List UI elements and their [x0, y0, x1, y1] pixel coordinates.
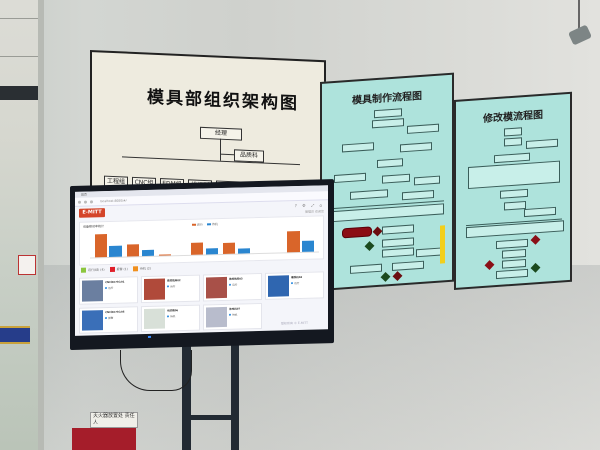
terminator-node	[342, 226, 372, 239]
fire-extinguisher-notice: 灭火器放置处 责任人	[90, 412, 138, 428]
refresh-icon[interactable]	[90, 199, 93, 203]
machine-name: 线切割06	[167, 308, 179, 312]
chart-title: 设备稼动率统计	[83, 224, 105, 229]
footer-note: 版权所有 © E-MITT	[281, 320, 308, 326]
bar-plot-area	[90, 225, 319, 259]
glass-corridor	[0, 0, 42, 450]
ceiling-beam	[0, 86, 42, 100]
power-led	[148, 335, 151, 338]
machine-status: 运行	[167, 284, 197, 289]
org-chart-title: 模具部组织架构图	[147, 87, 299, 115]
machine-status: 待机	[229, 312, 259, 317]
chart-bar	[190, 242, 204, 255]
machine-image	[82, 309, 104, 331]
power-cable	[120, 350, 192, 391]
machine-image	[206, 306, 228, 328]
chart-bar	[205, 247, 219, 255]
machine-name: 雕铣机04	[291, 275, 303, 280]
note-bar	[440, 225, 445, 264]
machine-status: 运行	[229, 282, 259, 287]
chart-bar	[94, 233, 108, 258]
flow-chart-title: 修改模流程图	[483, 109, 543, 125]
status-legend: 运行(绿) (4) 报警 (1) 待机 (2)	[81, 266, 151, 273]
header-icons[interactable]: ? ⚙ ⤢ ⌂	[294, 202, 324, 209]
url-text[interactable]: localhost:8080/#/	[100, 198, 127, 204]
machine-name: CNC加工中心05	[105, 310, 125, 314]
machine-name: 数控铣床03	[229, 277, 243, 281]
machine-name: CNC加工中心01	[105, 280, 125, 285]
monitor-stand-leg	[182, 345, 191, 450]
mold-making-flow-chart: 模具制作流程图	[320, 72, 454, 291]
monitor-stand-leg	[231, 345, 239, 450]
ceiling-line	[0, 56, 42, 57]
wall-sign	[18, 255, 36, 275]
chart-bar	[286, 230, 300, 253]
status-idle: 待机 (2)	[132, 266, 151, 272]
chart-bar	[237, 247, 251, 254]
machine-status: 报警	[105, 315, 135, 320]
back-icon[interactable]	[78, 200, 81, 204]
door-strip	[0, 326, 30, 344]
flow-chart-title: 模具制作流程图	[352, 90, 422, 107]
chart-bar	[109, 245, 123, 257]
machine-image	[206, 276, 228, 298]
machine-status: 待机	[167, 313, 197, 318]
ceiling-line	[0, 18, 42, 19]
monitor-stand-bar	[184, 415, 238, 420]
chart-legend: 运行 待机	[191, 222, 218, 227]
mold-modification-flow-chart: 修改模流程图	[454, 91, 572, 291]
status-running: 运行(绿) (4)	[81, 267, 105, 273]
machine-name: 放电机07	[229, 307, 241, 311]
machine-image	[82, 280, 104, 302]
chart-bar	[301, 240, 315, 252]
machine-status: 运行	[291, 280, 321, 285]
machine-image	[144, 308, 166, 330]
org-node-manager: 经理	[200, 126, 242, 141]
wall-pillar	[38, 0, 44, 450]
chart-bar	[158, 254, 172, 256]
chart-bar	[126, 244, 140, 257]
chart-bar	[141, 250, 155, 257]
security-camera-icon	[567, 24, 593, 46]
forward-icon[interactable]	[84, 200, 87, 204]
monitor-screen: 首页 localhost:8080/#/ E-MITT ? ⚙ ⤢ ⌂ 管理员 …	[75, 185, 328, 336]
chart-bar	[222, 242, 236, 254]
status-alarm: 报警 (1)	[109, 266, 128, 272]
company-logo: E-MITT	[79, 208, 105, 218]
machine-status: 运行	[105, 285, 135, 290]
machine-image	[268, 275, 290, 297]
machine-image	[144, 278, 166, 300]
safety-poster	[72, 428, 136, 450]
utilization-chart-panel: 设备稼动率统计 运行 待机	[79, 215, 324, 266]
camera-mount	[578, 0, 580, 30]
machine-name: 数控铣床02	[167, 279, 181, 283]
user-greeting: 管理员 欢迎您	[305, 209, 324, 214]
dashboard-monitor: 首页 localhost:8080/#/ E-MITT ? ⚙ ⤢ ⌂ 管理员 …	[70, 179, 334, 350]
